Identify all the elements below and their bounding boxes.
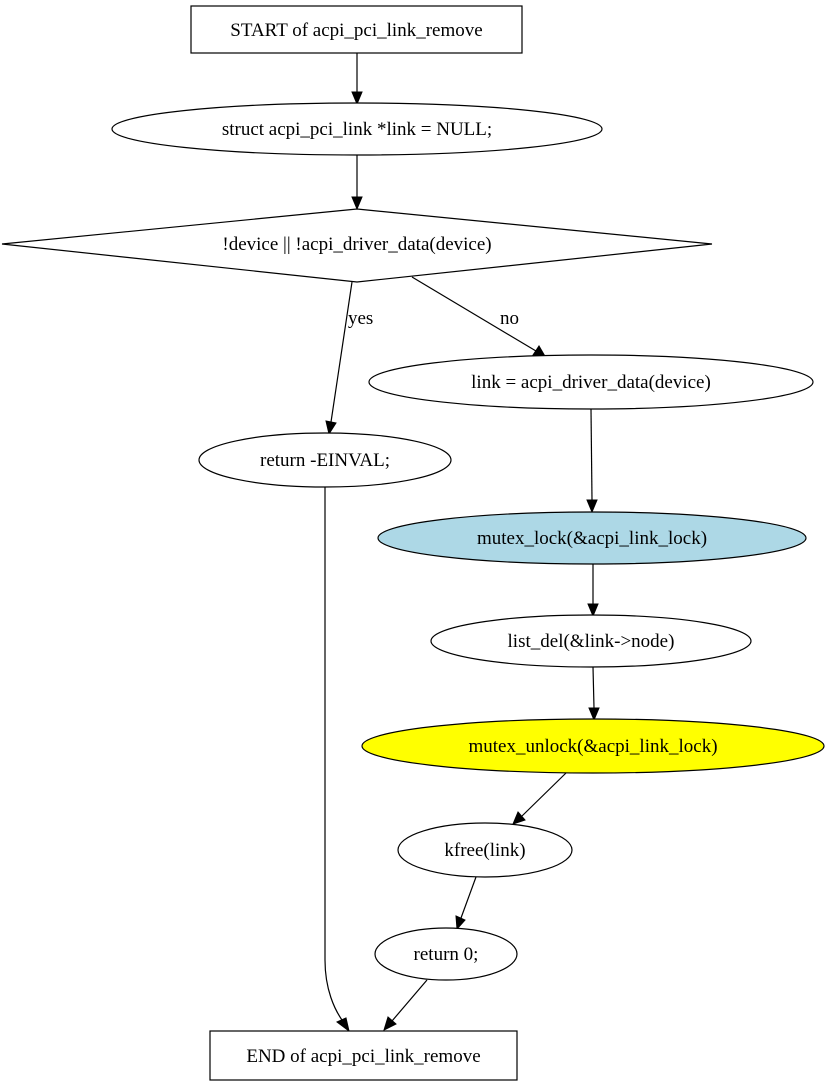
node-ret0: return 0; [374, 927, 518, 981]
einval-ellipse [198, 432, 452, 488]
start-label: START of acpi_pci_link_remove [230, 20, 482, 41]
edge-label-yes: yes [348, 308, 373, 329]
arrowhead [455, 915, 466, 931]
edge-label-no: no [500, 308, 519, 329]
arrowhead [325, 420, 337, 436]
edge-listdel-unlock [592, 666, 595, 709]
node-unlock: mutex_unlock(&acpi_link_lock) [361, 718, 825, 774]
edge-einval-end [324, 487, 343, 1021]
arrowhead [351, 91, 363, 106]
arrowhead [351, 196, 363, 211]
edge-assign-lock [590, 408, 593, 501]
node-lock: mutex_lock(&acpi_link_lock) [377, 511, 807, 565]
node-assign: link = acpi_driver_data(device) [368, 354, 814, 410]
lock-ellipse [377, 511, 807, 565]
cond-diamond [1, 208, 713, 283]
listdel-label: list_del(&link->node) [508, 631, 675, 652]
kfree-ellipse [397, 822, 573, 878]
arrowhead [512, 811, 526, 825]
node-end: END of acpi_pci_link_remove [209, 1030, 518, 1081]
arrowhead [336, 1017, 350, 1033]
node-cond: !device || !acpi_driver_data(device) [1, 208, 713, 283]
kfree-label: kfree(link) [444, 840, 525, 861]
edge-ret0-end [391, 979, 428, 1022]
node-start: START of acpi_pci_link_remove [190, 5, 523, 54]
node-listdel: list_del(&link->node) [430, 614, 752, 668]
assign-ellipse [368, 354, 814, 410]
edge-cond-einval [330, 281, 353, 423]
arrowhead [588, 707, 600, 722]
decl-label: struct acpi_pci_link *link = NULL; [222, 119, 492, 140]
edge-kfree-ret0 [460, 876, 477, 919]
einval-label: return -EINVAL; [260, 450, 390, 471]
end-label: END of acpi_pci_link_remove [246, 1046, 480, 1067]
edge-cond-assign [411, 276, 537, 352]
ret0-ellipse [374, 927, 518, 981]
node-decl: struct acpi_pci_link *link = NULL; [111, 102, 603, 156]
node-einval: return -EINVAL; [198, 432, 452, 488]
lock-label: mutex_lock(&acpi_link_lock) [477, 528, 707, 549]
arrowhead [586, 499, 598, 514]
start-box [190, 5, 523, 54]
unlock-label: mutex_unlock(&acpi_link_lock) [468, 736, 717, 757]
arrowhead [587, 603, 599, 618]
cond-label: !device || !acpi_driver_data(device) [222, 234, 491, 255]
unlock-ellipse [361, 718, 825, 774]
decl-ellipse [111, 102, 603, 156]
ret0-label: return 0; [414, 944, 479, 965]
assign-label: link = acpi_driver_data(device) [471, 372, 711, 393]
end-box [209, 1030, 518, 1081]
edge-unlock-kfree [521, 772, 567, 817]
arrowhead [383, 1016, 397, 1031]
listdel-ellipse [430, 614, 752, 668]
node-kfree: kfree(link) [397, 822, 573, 878]
